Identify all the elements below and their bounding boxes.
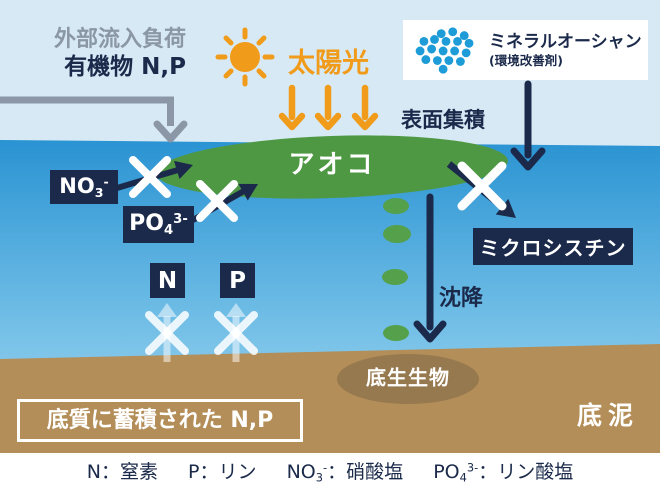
sediment-label: 底泥 [577,401,640,430]
product-name-label: ミネラルオーシャン [489,32,642,53]
sediment-floor [0,344,660,453]
microcystin-box: ミクロシスチン [473,228,633,265]
benthos-ellipse [337,354,479,404]
no3-blocked-x-icon [129,156,171,198]
nitrogen-box: N [150,263,185,298]
p-release-blocked-x-icon [214,311,258,355]
sinking-algae-icon [382,198,411,341]
no3-box: NO3- [50,170,118,204]
external-inflow-arrow-icon [0,96,188,143]
n-release-blocked-x-icon [145,311,189,355]
legend-item-no3: NO3-：硝酸塩 [286,460,404,485]
legend-item-p: P：リン [188,461,257,483]
p-release-arrow-icon [226,303,246,362]
legend: N：窒素 P：リン NO3-：硝酸塩 PO43-：リン酸塩 [0,457,660,485]
stored-np-box: 底質に蓄積された N,P [17,399,303,442]
benthos-label: 底生生物 [366,365,450,390]
po4-formula: PO43- [129,211,188,238]
legend-item-n: N：窒素 [86,461,158,483]
external-load-label: 外部流入負荷 [53,27,186,52]
mineral-granules-icon [415,27,474,74]
sunlight-arrows-icon [278,84,379,131]
sun-icon [215,27,275,87]
legend-item-po4: PO43-：リン酸塩 [433,460,574,485]
organic-matter-label: 有機物 N,P [64,54,186,80]
po4-box: PO43- [123,206,194,243]
legend-strip-bg [0,453,660,497]
algae-bloom-ellipse [156,135,508,199]
sunlight-label: 太陽光 [288,48,369,79]
algae-bloom-label: アオコ [288,150,376,181]
po4-blocked-x-icon [196,180,238,222]
phosphorus-box: P [220,263,255,298]
sinking-arrow-icon [413,193,447,343]
surface-accumulation-label: 表面集積 [401,108,485,132]
mineral-ocean-box: ミネラルオーシャン (環境改善剤) [403,20,648,80]
microcystin-blocked-x-icon [457,161,507,211]
product-subtitle-label: (環境改善剤) [489,52,563,68]
sinking-label: 沈降 [439,286,484,311]
n-release-arrow-icon [157,303,177,362]
mineral-apply-arrow-icon [510,80,546,171]
no3-formula: NO3- [59,174,109,200]
